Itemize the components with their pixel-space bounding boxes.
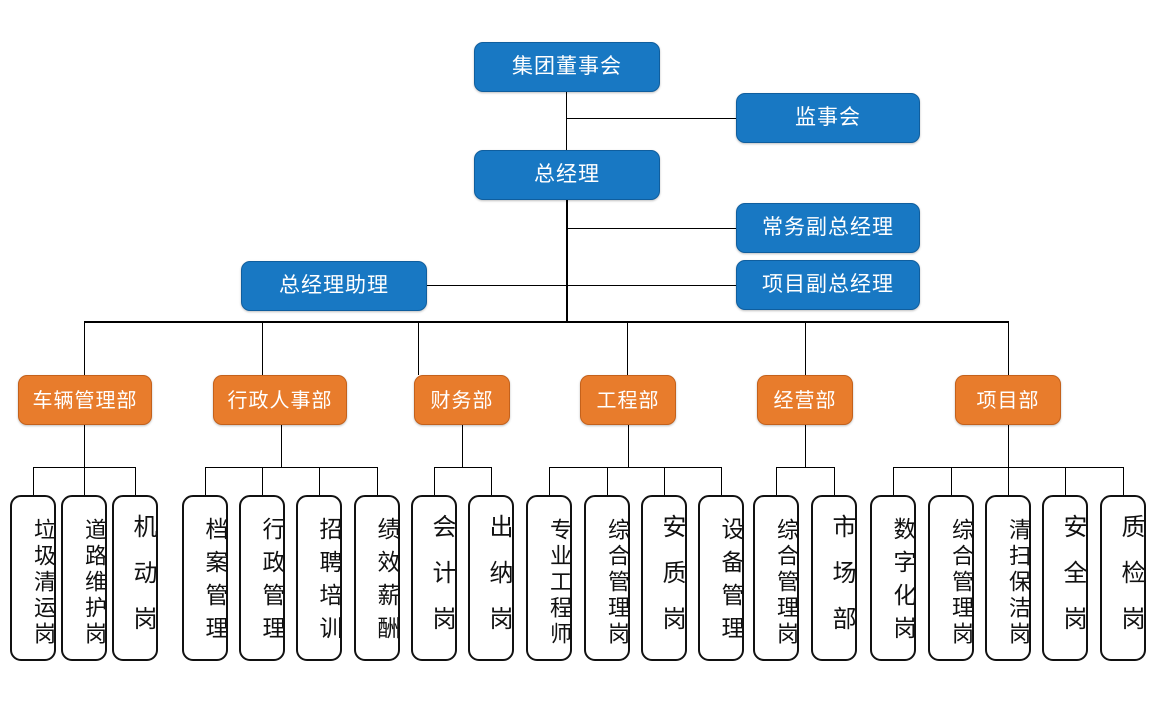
position-box[interactable]: 综合管理岗 xyxy=(753,495,799,661)
dept-vehicle-management[interactable]: 车辆管理部 xyxy=(18,375,152,425)
leg-6-5 xyxy=(1123,467,1124,495)
leg-4-3 xyxy=(664,467,665,495)
leg-4-1 xyxy=(549,467,550,495)
stem-dept-1 xyxy=(84,425,85,467)
dept-leg-5 xyxy=(805,321,806,375)
position-box[interactable]: 市场部 xyxy=(811,495,857,661)
dept-operations[interactable]: 经营部 xyxy=(757,375,853,425)
leg-2-4 xyxy=(377,467,378,495)
position-box[interactable]: 行政管理 xyxy=(239,495,285,661)
stem-dept-4 xyxy=(628,425,629,467)
node-general-manager[interactable]: 总经理 xyxy=(474,150,660,200)
position-box[interactable]: 道路维护岗 xyxy=(61,495,107,661)
leg-2-1 xyxy=(205,467,206,495)
dept-project[interactable]: 项目部 xyxy=(955,375,1061,425)
position-box[interactable]: 清扫保洁岗 xyxy=(985,495,1031,661)
leg-6-2 xyxy=(951,467,952,495)
stem-dept-5 xyxy=(805,425,806,467)
connector-gm-to-assistant xyxy=(427,285,567,286)
position-box[interactable]: 安质岗 xyxy=(641,495,687,661)
leg-6-1 xyxy=(893,467,894,495)
connector-gm-to-supervisory xyxy=(566,118,736,119)
dept-engineering[interactable]: 工程部 xyxy=(580,375,676,425)
leg-6-4 xyxy=(1065,467,1066,495)
leg-6-3 xyxy=(1008,467,1009,495)
bus-dept-4 xyxy=(549,467,721,468)
dept-finance[interactable]: 财务部 xyxy=(414,375,510,425)
position-box[interactable]: 档案管理 xyxy=(182,495,228,661)
position-box[interactable]: 质检岗 xyxy=(1100,495,1146,661)
bus-dept-2 xyxy=(205,467,377,468)
position-box[interactable]: 专业工程师 xyxy=(526,495,572,661)
bus-dept-3 xyxy=(434,467,491,468)
leg-1-2 xyxy=(84,467,85,495)
node-supervisory-board[interactable]: 监事会 xyxy=(736,93,920,143)
dept-leg-4 xyxy=(627,321,628,375)
leg-2-2 xyxy=(262,467,263,495)
node-board[interactable]: 集团董事会 xyxy=(474,42,660,92)
position-box[interactable]: 垃圾清运岗 xyxy=(10,495,56,661)
connector-gm-trunk xyxy=(566,200,568,321)
leg-5-2 xyxy=(834,467,835,495)
position-box[interactable]: 综合管理岗 xyxy=(584,495,630,661)
leg-2-3 xyxy=(319,467,320,495)
leg-5-1 xyxy=(776,467,777,495)
position-box[interactable]: 会计岗 xyxy=(411,495,457,661)
leg-4-2 xyxy=(607,467,608,495)
stem-dept-6 xyxy=(1008,425,1009,467)
position-box[interactable]: 招聘培训 xyxy=(296,495,342,661)
connector-board-to-gm xyxy=(566,92,567,150)
leg-3-1 xyxy=(434,467,435,495)
node-project-vice-gm[interactable]: 项目副总经理 xyxy=(736,260,920,310)
dept-leg-1 xyxy=(84,321,85,375)
dept-leg-3 xyxy=(418,321,419,375)
position-box[interactable]: 设备管理 xyxy=(698,495,744,661)
dept-leg-2 xyxy=(262,321,263,375)
position-box[interactable]: 绩效薪酬 xyxy=(354,495,400,661)
position-box[interactable]: 出纳岗 xyxy=(468,495,514,661)
stem-dept-2 xyxy=(281,425,282,467)
node-exec-vice-gm[interactable]: 常务副总经理 xyxy=(736,203,920,253)
leg-3-2 xyxy=(491,467,492,495)
department-bus xyxy=(84,321,1009,323)
position-box[interactable]: 综合管理岗 xyxy=(928,495,974,661)
node-gm-assistant[interactable]: 总经理助理 xyxy=(241,261,427,311)
bus-dept-5 xyxy=(776,467,834,468)
leg-1-1 xyxy=(33,467,34,495)
position-box[interactable]: 机动岗 xyxy=(112,495,158,661)
dept-leg-6 xyxy=(1008,321,1009,375)
leg-1-3 xyxy=(135,467,136,495)
dept-admin-hr[interactable]: 行政人事部 xyxy=(213,375,347,425)
leg-4-4 xyxy=(721,467,722,495)
stem-dept-3 xyxy=(462,425,463,467)
position-box[interactable]: 安全岗 xyxy=(1042,495,1088,661)
connector-gm-to-exec-vice xyxy=(566,228,736,229)
connector-gm-to-project-vice xyxy=(566,285,736,286)
position-box[interactable]: 数字化岗 xyxy=(870,495,916,661)
